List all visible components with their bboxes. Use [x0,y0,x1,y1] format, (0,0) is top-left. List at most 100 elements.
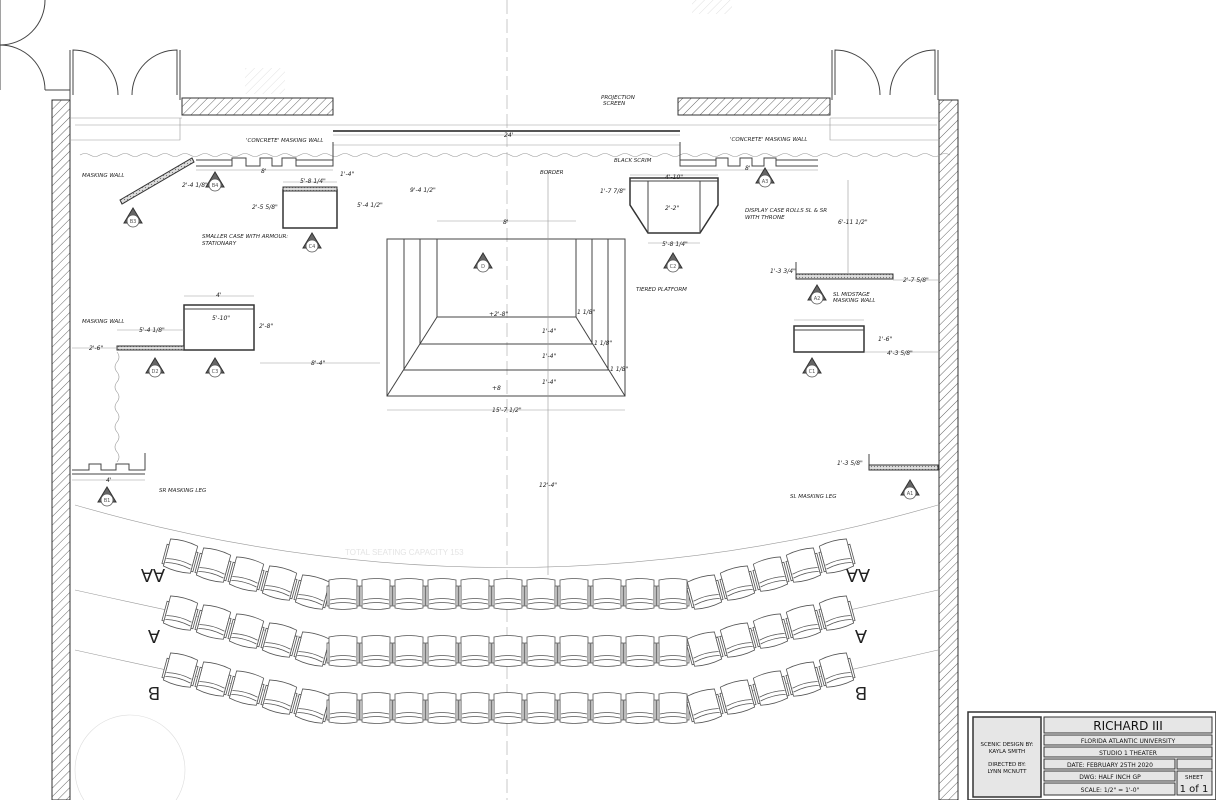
seat-b-18 [719,679,757,715]
scenic-label: SCENIC DESIGN BY: [980,742,1033,748]
scenic-name: KAYLA SMITH [989,749,1025,755]
label-projection-screen: PROJECTION [601,95,635,101]
seat-b-21 [818,652,856,688]
seat-aa-5 [293,574,331,610]
dim: 1'-4" [340,171,354,178]
venue: STUDIO 1 THEATER [1099,750,1157,757]
seat-aa-13 [557,578,591,610]
marker-label: C3 [212,369,219,375]
label-sl-midstage: SL MIDSTAGE [833,292,870,298]
seat-aa-2 [194,547,232,583]
row-label-b-right: B [855,683,867,703]
section-marker-b4: B4 [205,171,225,192]
marker-label: B4 [212,183,219,189]
seat-a-18 [719,622,757,658]
university: FLORIDA ATLANTIC UNIVERSITY [1081,738,1176,745]
seat-a-17 [686,631,724,667]
seat-a-9 [425,635,459,667]
dim: 8'-4" [311,360,325,367]
sr-masking-leg [72,453,146,475]
seat-b-12 [524,692,558,724]
label-tiered-platform: TIERED PLATFORM [636,287,687,293]
dim: 1'-3 5/8" [837,460,863,467]
dim: 2'-2" [665,205,679,212]
seat-b-6 [326,692,360,724]
right-header-wall [677,97,831,116]
seat-b-5 [293,688,331,724]
title-block: RICHARD III FLORIDA ATLANTIC UNIVERSITY … [967,711,1216,800]
dim: 8' [503,219,509,226]
seat-aa-21 [818,538,856,574]
sheet-value: 1 of 1 [1180,784,1209,795]
marker-label: D [481,264,485,270]
seat-a-12 [524,635,558,667]
label-masking-wall-top: MASKING WALL [82,173,124,179]
dim: 2'-8" [259,323,273,330]
marker-label: A3 [762,179,769,185]
seat-b-14 [590,692,624,724]
dim: 5'-10" [212,315,230,322]
director-name: LYNN MCNUTT [987,769,1027,775]
dim: 5'-8 1/4" [300,178,326,185]
concrete-masking-wall-right [679,142,818,167]
seat-aa-17 [686,574,724,610]
label-sl-masking-leg: SL MASKING LEG [790,494,836,500]
label-capacity: TOTAL SEATING CAPACITY 153 [345,548,464,557]
section-marker-d2: D2 [145,357,165,378]
label-black-scrim: BLACK SCRIM [614,158,652,164]
dim: 5'-4 1/2" [357,202,383,209]
dim: +8 [492,385,501,392]
right-doors [831,49,939,100]
right-wall [938,99,959,800]
dim: 2'-4 1/8" [182,182,208,189]
dim: 4'-10" [665,174,683,181]
dim: 6'-11 1/2" [838,219,868,226]
seat-aa-7 [359,578,393,610]
dim: 1 1/8" [594,340,612,347]
seat-b-15 [623,692,657,724]
label-masking-wall-mid: MASKING WALL [82,319,124,325]
seat-a-16 [656,635,690,667]
label-display-case-2: WITH THRONE [745,215,785,221]
marker-label: C4 [309,244,316,250]
dim-screen-width: 24' [504,132,514,139]
seat-b-7 [359,692,393,724]
sheet-label: SHEET [1185,775,1204,781]
label-display-case: DISPLAY CASE ROLLS SL & SR [745,208,827,214]
row-label-a-right: A [855,626,867,646]
case-c3 [183,304,255,351]
section-marker-c2: C2 [663,252,683,273]
seat-aa-11 [491,578,525,610]
midstage-masking-wall-a2 [795,273,894,280]
dim: 1'-7 7/8" [600,188,626,195]
dim: 4'-3 5/8" [887,350,913,357]
dim: 1'-4" [542,379,556,386]
section-marker-c4: C4 [302,232,322,253]
seat-aa-10 [458,578,492,610]
dim: 8' [745,165,751,172]
label-border: BORDER [540,170,564,176]
dim: 4' [106,477,112,484]
seat-a-1 [161,595,199,631]
seat-b-17 [686,688,724,724]
director-label: DIRECTED BY: [988,762,1026,768]
section-marker-a2: A2 [807,284,827,305]
left-wall [51,99,71,800]
left-header-wall [181,97,334,116]
seat-b-1 [161,652,199,688]
date: DATE: FEBRUARY 25TH 2020 [1067,762,1153,769]
section-marker-a1: A1 [900,479,920,500]
seat-b-9 [425,692,459,724]
masking-wall-angled [119,157,195,205]
dim: 1'-3 3/4" [770,268,796,275]
dim: 2'-7 5/8" [903,277,929,284]
dim: 5'-8 1/4" [662,241,688,248]
dim: 1 1/8" [577,309,595,316]
seat-aa-20 [785,547,823,583]
label-smaller-case-2: STATIONARY [202,241,237,247]
dim: 1'-6" [878,336,892,343]
seat-a-10 [458,635,492,667]
seat-a-13 [557,635,591,667]
dim: 8' [261,168,267,175]
